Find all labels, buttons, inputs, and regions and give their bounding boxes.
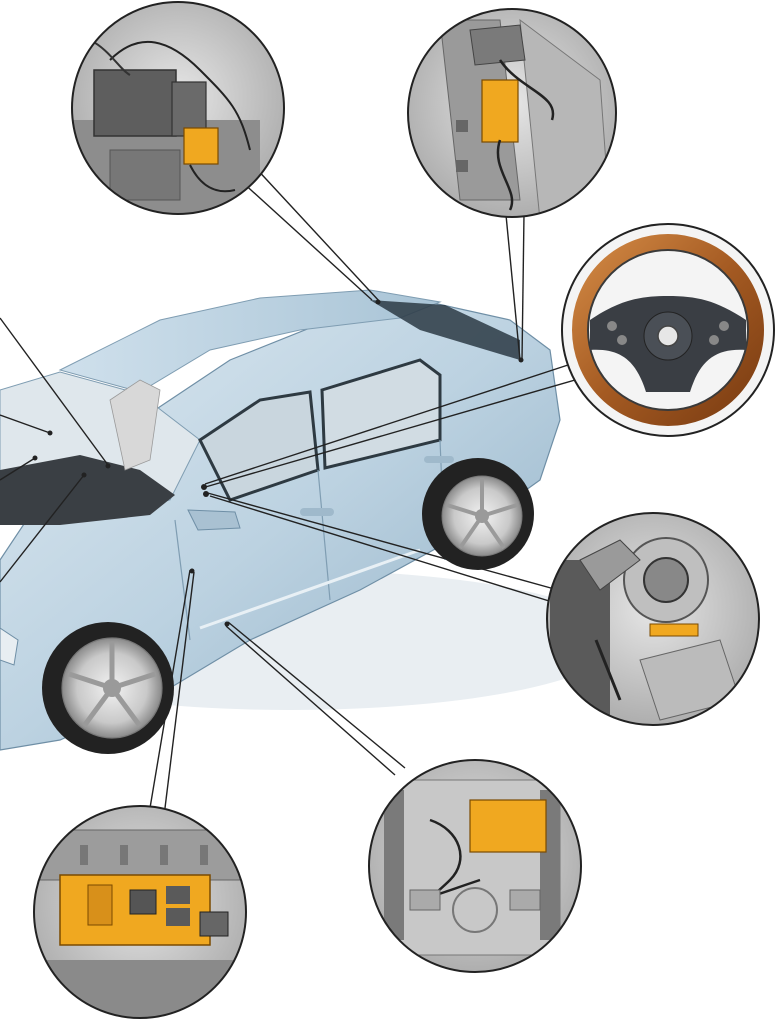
- leader-line: [521, 213, 525, 361]
- callout-steering-column-module: [546, 512, 760, 726]
- callout-rear-shelf-modules: [71, 1, 285, 215]
- door-seam: [317, 469, 331, 601]
- leader-line: [164, 571, 195, 809]
- leader-line: [0, 474, 85, 583]
- control-unit-icon: [93, 69, 177, 137]
- leader-line: [0, 457, 36, 481]
- leader-lines: [0, 164, 576, 809]
- leader-line: [227, 621, 406, 769]
- highlighted-module: [183, 127, 219, 165]
- leader-line: [0, 317, 109, 466]
- leader-line: [0, 414, 51, 434]
- callout-steering-wheel: [561, 223, 775, 437]
- side-trim: [199, 548, 421, 630]
- leader-line: [201, 379, 576, 489]
- callout-seat-underside-module: [368, 759, 582, 973]
- seat: [109, 379, 161, 471]
- leader-line: [252, 164, 381, 303]
- rear-window: [370, 300, 520, 360]
- front-side-window: [198, 390, 320, 502]
- leader-line: [225, 625, 396, 776]
- rear-wheel: [422, 458, 534, 570]
- highlighted-module: [649, 623, 699, 637]
- callout-b-pillar-fuse-box: [33, 805, 247, 1019]
- headlight: [0, 627, 19, 666]
- leader-line: [204, 364, 569, 485]
- dashboard: [0, 455, 175, 525]
- leader-points: [32, 299, 524, 627]
- leader-line: [239, 179, 373, 301]
- callout-c-pillar-connector: [407, 8, 617, 218]
- car-illustration: [0, 289, 620, 754]
- leader-line: [149, 569, 191, 809]
- door-handle: [424, 456, 454, 463]
- side-mirror: [187, 509, 241, 531]
- leader-line: [203, 491, 559, 591]
- front-wheel: [42, 622, 174, 754]
- leader-line: [209, 495, 563, 606]
- door-handle: [300, 508, 334, 516]
- steering-wheel-icon: [572, 234, 764, 426]
- connector-icon: [481, 79, 519, 143]
- seat-module-icon: [469, 799, 547, 853]
- steering-column-icon: [643, 557, 689, 603]
- leader-line: [505, 214, 521, 361]
